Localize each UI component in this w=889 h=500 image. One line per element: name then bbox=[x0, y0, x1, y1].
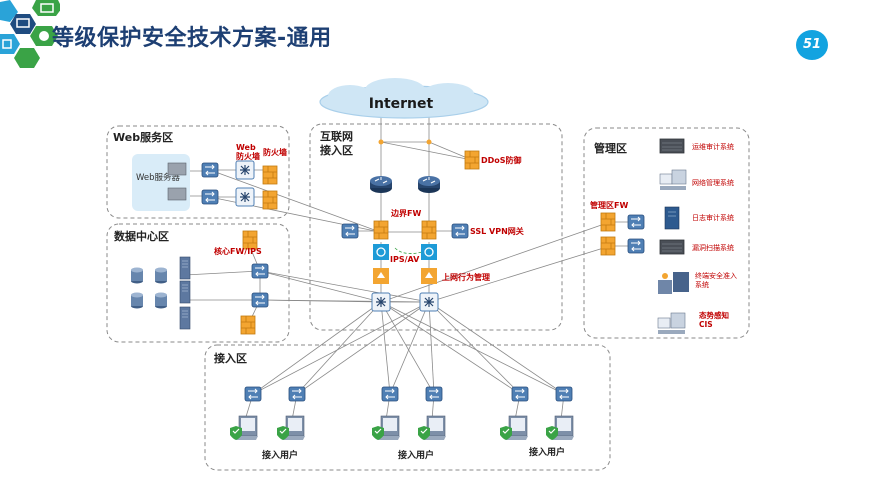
shop-icon bbox=[14, 48, 40, 68]
web-firewall bbox=[262, 165, 278, 185]
user-terminal-icon bbox=[545, 415, 575, 441]
internet-label: Internet bbox=[369, 96, 434, 112]
core-switch bbox=[419, 292, 439, 312]
core-switch bbox=[371, 292, 391, 312]
access-user-label: 接入用户 bbox=[529, 446, 565, 458]
situation-awareness-device bbox=[657, 312, 686, 334]
behavior-mgmt-device bbox=[421, 268, 437, 284]
cloud-icon bbox=[30, 26, 58, 46]
network-mgmt-device bbox=[659, 169, 687, 190]
access-switch bbox=[425, 386, 443, 402]
behavior-mgmt-label: 上网行为管理 bbox=[442, 272, 490, 282]
link-dot bbox=[378, 139, 384, 145]
border-firewall bbox=[373, 220, 389, 240]
border-router bbox=[417, 175, 441, 194]
server-icon bbox=[179, 306, 191, 330]
ips-label: IPS/AV bbox=[390, 255, 420, 264]
database-icon bbox=[155, 267, 167, 284]
datacenter-zone-box bbox=[106, 223, 290, 343]
border-router bbox=[369, 175, 393, 194]
link-dot bbox=[426, 139, 432, 145]
mgmt-system-label: 运维审计系统 bbox=[692, 142, 734, 151]
access-zone-box bbox=[204, 344, 611, 471]
web-firewall bbox=[262, 190, 278, 210]
mgmt-system-label: 漏洞扫描系统 bbox=[692, 243, 734, 252]
user-terminal-icon bbox=[276, 415, 306, 441]
web-server-label: Web服务器 bbox=[136, 172, 181, 183]
ips-device bbox=[421, 244, 437, 260]
core-fw-label: 核心FW/IPS bbox=[214, 246, 262, 256]
page-title: 等级保护安全技术方案-通用 bbox=[52, 26, 332, 51]
internet-cloud: Internet bbox=[319, 78, 489, 119]
server-icon bbox=[179, 280, 191, 304]
database-icon bbox=[155, 292, 167, 309]
access-switch bbox=[555, 386, 573, 402]
web-zone-box bbox=[106, 125, 290, 219]
vpn-switch bbox=[341, 223, 359, 239]
ddos-label: DDoS防御 bbox=[481, 155, 522, 165]
email-icon bbox=[32, 0, 60, 16]
ips-device bbox=[373, 244, 389, 260]
web-switch bbox=[201, 189, 219, 205]
management-zone-title: 管理区 bbox=[594, 141, 627, 155]
dc-firewall bbox=[240, 315, 256, 335]
user-terminal-icon bbox=[229, 415, 259, 441]
access-zone-title: 接入区 bbox=[214, 351, 247, 365]
network-icon bbox=[0, 34, 20, 54]
internet-access-zone-title: 互联网接入区 bbox=[320, 129, 353, 157]
logo-cluster bbox=[0, 0, 60, 68]
access-user-label: 接入用户 bbox=[262, 449, 298, 461]
mgmt-system-label: 网络管理系统 bbox=[692, 178, 734, 187]
database-icon bbox=[131, 267, 143, 284]
access-switch bbox=[244, 386, 262, 402]
dc-switch bbox=[251, 263, 269, 279]
access-switch bbox=[288, 386, 306, 402]
monitor-icon bbox=[10, 14, 36, 34]
vuln-scan-device bbox=[659, 239, 685, 255]
mgmt-fw-label: 管理区FW bbox=[590, 200, 628, 210]
ssl-vpn-label: SSL VPN网关 bbox=[470, 226, 524, 236]
access-switch bbox=[511, 386, 529, 402]
mgmt-system-label: 日志审计系统 bbox=[692, 213, 734, 222]
mgmt-switch bbox=[627, 238, 645, 254]
mgmt-firewall bbox=[600, 212, 616, 232]
database-icon bbox=[131, 292, 143, 309]
web-fw2-label: 防火墙 bbox=[263, 147, 287, 157]
dc-switch bbox=[251, 292, 269, 308]
web-switch bbox=[201, 162, 219, 178]
management-zone-box bbox=[583, 127, 750, 339]
user-terminal-icon bbox=[417, 415, 447, 441]
mgmt-switch bbox=[627, 214, 645, 230]
web-core-switch bbox=[235, 187, 255, 207]
border-fw-label: 边界FW bbox=[390, 208, 421, 218]
behavior-mgmt-device bbox=[373, 268, 389, 284]
ddos-device bbox=[464, 150, 480, 170]
page-number-badge: 51 bbox=[796, 30, 828, 60]
server-icon bbox=[179, 256, 191, 280]
user-terminal-icon bbox=[371, 415, 401, 441]
mgmt-system-label: 终端安全准入系统 bbox=[695, 271, 737, 289]
datacenter-zone-title: 数据中心区 bbox=[114, 229, 169, 243]
mgmt-firewall bbox=[600, 236, 616, 256]
log-audit-device bbox=[664, 206, 680, 230]
ssl-vpn-gateway bbox=[451, 223, 469, 239]
access-switch bbox=[381, 386, 399, 402]
grid-icon bbox=[0, 0, 18, 22]
web-server-icon bbox=[167, 162, 187, 201]
ops-audit-device bbox=[659, 138, 685, 154]
web-core-switch bbox=[235, 160, 255, 180]
user-terminal-icon bbox=[499, 415, 529, 441]
web-zone-title: Web服务区 bbox=[113, 130, 173, 144]
terminal-access-device bbox=[658, 272, 689, 294]
border-firewall bbox=[421, 220, 437, 240]
access-user-label: 接入用户 bbox=[398, 449, 434, 461]
